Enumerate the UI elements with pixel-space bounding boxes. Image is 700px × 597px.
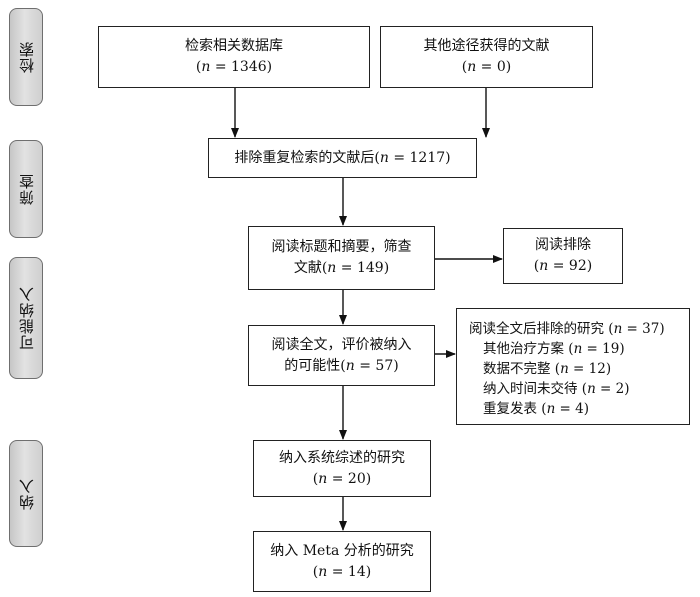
full-text-count: 的可能性(n = 57) xyxy=(284,357,399,374)
read-excluded-label: 阅读排除 xyxy=(535,237,591,253)
other-sources-label: 其他途径获得的文献 xyxy=(423,38,550,54)
stage-included: 纳入 xyxy=(9,440,43,547)
stage-screening: 筛查 xyxy=(9,140,43,238)
box-systematic-review: 纳入系统综述的研究 (n = 20) xyxy=(253,440,431,497)
meta-analysis-count: (n = 14) xyxy=(312,563,372,580)
stage-eligibility: 可能纳入 xyxy=(9,257,43,379)
box-database-search: 检索相关数据库 (n = 1346) xyxy=(98,26,370,88)
full-text-label-1: 阅读全文，评价被纳入 xyxy=(271,336,412,353)
exclusion-reason-item: 重复发表 (n = 4) xyxy=(483,401,590,417)
database-search-label: 检索相关数据库 xyxy=(185,38,283,54)
box-read-excluded: 阅读排除 (n = 92) xyxy=(503,228,623,284)
other-sources-count: (n = 0) xyxy=(461,59,512,75)
meta-analysis-label: 纳入 Meta 分析的研究 xyxy=(270,542,414,559)
database-search-count: (n = 1346) xyxy=(195,59,273,75)
stage-identification: 检索 xyxy=(9,8,43,106)
exclusion-reason-item: 其他治疗方案 (n = 19) xyxy=(483,341,625,357)
after-dedup-text: 排除重复检索的文献后(n = 1217) xyxy=(234,149,451,166)
box-meta-analysis: 纳入 Meta 分析的研究 (n = 14) xyxy=(253,531,431,592)
read-excluded-count: (n = 92) xyxy=(533,258,593,274)
title-abstract-count: 文献(n = 149) xyxy=(293,260,390,276)
box-title-abstract: 阅读标题和摘要，筛查 文献(n = 149) xyxy=(248,226,435,290)
title-abstract-label-1: 阅读标题和摘要，筛查 xyxy=(271,239,412,255)
fulltext-exclusions-title: 阅读全文后排除的研究 (n = 37) xyxy=(469,321,665,337)
box-fulltext-exclusions: 阅读全文后排除的研究 (n = 37) 其他治疗方案 (n = 19) 数据不完… xyxy=(456,308,690,425)
box-full-text: 阅读全文，评价被纳入 的可能性(n = 57) xyxy=(248,325,435,386)
systematic-review-label: 纳入系统综述的研究 xyxy=(279,449,405,466)
exclusion-reason-item: 纳入时间未交待 (n = 2) xyxy=(483,381,630,397)
exclusion-reason-item: 数据不完整 (n = 12) xyxy=(483,361,612,377)
box-other-sources: 其他途径获得的文献 (n = 0) xyxy=(380,26,593,88)
systematic-review-count: (n = 20) xyxy=(312,470,372,487)
box-after-dedup: 排除重复检索的文献后(n = 1217) xyxy=(208,138,477,178)
